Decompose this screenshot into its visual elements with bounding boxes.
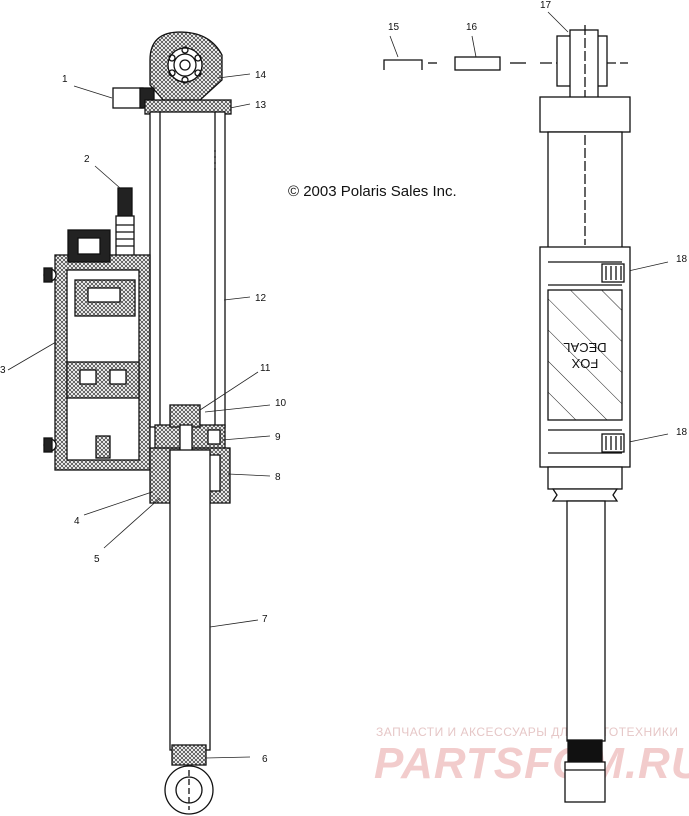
part-label: 9 <box>275 432 281 443</box>
part-label: 12 <box>255 293 267 304</box>
part-label: 14 <box>255 70 267 81</box>
part-label: 18 <box>676 254 688 265</box>
watermark-line2: PARTSFOM.RU <box>374 739 689 788</box>
part-label: 3 <box>0 365 6 376</box>
part-label: 2 <box>84 154 90 165</box>
cutaway-shock <box>43 31 232 815</box>
part-label: 15 <box>388 22 400 33</box>
decal-line2: DECAL <box>563 340 606 355</box>
decal-line1: FOX <box>571 356 598 371</box>
part-label: 17 <box>540 0 552 11</box>
part-label: 10 <box>275 398 287 409</box>
part-label: 4 <box>74 516 80 527</box>
part-label: 11 <box>260 363 271 374</box>
part-label: 7 <box>262 614 268 625</box>
watermark: ЗАПЧАСТИ И АКСЕССУАРЫ ДЛЯ МОТОТЕХНИКИ PA… <box>374 725 689 788</box>
part-label: 16 <box>466 22 478 33</box>
part-labels: 1 2 3 4 5 6 7 8 9 10 11 12 13 14 15 16 1… <box>0 0 688 765</box>
watermark-line1: ЗАПЧАСТИ И АКСЕССУАРЫ ДЛЯ МОТОТЕХНИКИ <box>376 725 678 739</box>
part-label: 8 <box>275 472 281 483</box>
part-label: 1 <box>62 74 68 85</box>
part-label: 6 <box>262 754 268 765</box>
part-label: 18 <box>676 427 688 438</box>
part-label: 13 <box>255 100 267 111</box>
external-shock <box>383 25 631 803</box>
part-label: 5 <box>94 554 100 565</box>
copyright-notice: © 2003 Polaris Sales Inc. <box>288 183 457 200</box>
leader-lines <box>7 11 669 759</box>
fox-decal: FOX DECAL <box>563 340 606 371</box>
